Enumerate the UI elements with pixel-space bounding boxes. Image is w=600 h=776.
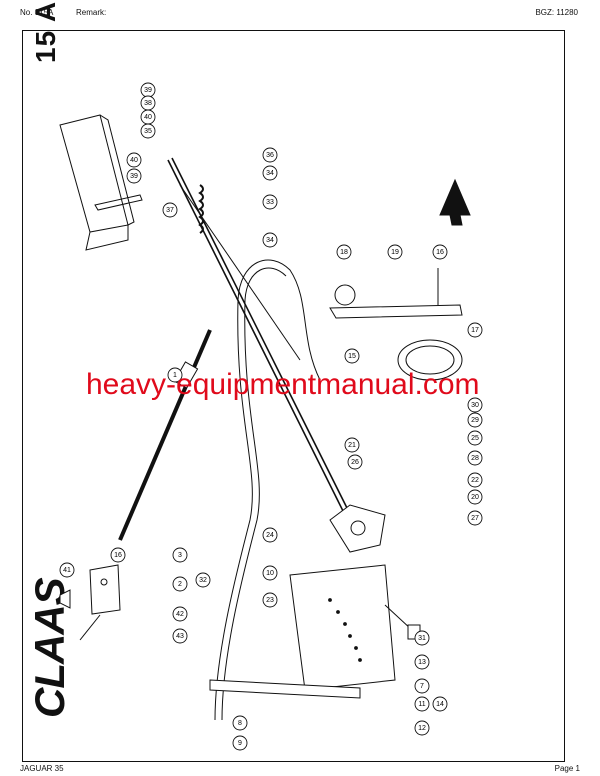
callout-16: 1 xyxy=(167,367,183,383)
doc-number: No. 015A xyxy=(20,8,54,17)
callout-7: 34 xyxy=(262,165,278,181)
callout-11: 18 xyxy=(336,244,352,260)
svg-text:40: 40 xyxy=(130,157,138,164)
svg-text:19: 19 xyxy=(391,249,399,256)
callout-43: 9 xyxy=(232,735,248,751)
part-callouts: 39 38 40 35 40 39 36 34 33 37 34 18 19 1… xyxy=(59,82,483,751)
callout-30: 2 xyxy=(172,576,188,592)
callout-23: 22 xyxy=(467,472,483,488)
callout-6: 36 xyxy=(262,147,278,163)
callout-0: 39 xyxy=(140,82,156,98)
svg-text:18: 18 xyxy=(340,249,348,256)
svg-text:37: 37 xyxy=(166,207,174,214)
callout-19: 25 xyxy=(467,430,483,446)
svg-text:8: 8 xyxy=(238,720,242,727)
watermark-text: heavy-equipmentmanual.com xyxy=(86,368,480,401)
svg-text:22: 22 xyxy=(471,477,479,484)
svg-text:11: 11 xyxy=(418,701,425,708)
callout-28: 16 xyxy=(110,547,126,563)
svg-text:1: 1 xyxy=(173,372,177,379)
svg-text:15: 15 xyxy=(348,353,356,360)
callout-37: 13 xyxy=(414,654,430,670)
bgz-code: BGZ: 11280 xyxy=(535,8,578,17)
callout-29: 3 xyxy=(172,547,188,563)
callout-39: 8 xyxy=(232,715,248,731)
svg-text:33: 33 xyxy=(266,199,274,206)
svg-text:2: 2 xyxy=(178,581,182,588)
callout-31: 42 xyxy=(172,606,188,622)
callout-41: 14 xyxy=(432,696,448,712)
svg-text:40: 40 xyxy=(144,114,152,121)
svg-text:39: 39 xyxy=(144,87,152,94)
svg-text:29: 29 xyxy=(471,417,479,424)
callout-35: 23 xyxy=(262,592,278,608)
callout-1: 38 xyxy=(140,95,156,111)
callout-12: 19 xyxy=(387,244,403,260)
svg-text:30: 30 xyxy=(471,402,479,409)
callout-32: 43 xyxy=(172,628,188,644)
callout-22: 28 xyxy=(467,450,483,466)
svg-text:28: 28 xyxy=(471,455,479,462)
svg-text:43: 43 xyxy=(176,633,184,640)
page-number: Page 1 xyxy=(554,764,580,773)
callout-33: 10 xyxy=(262,565,278,581)
callout-36: 31 xyxy=(414,630,430,646)
callout-40: 11 xyxy=(414,696,430,712)
svg-text:16: 16 xyxy=(114,552,122,559)
svg-text:27: 27 xyxy=(471,515,479,522)
callout-13: 16 xyxy=(432,244,448,260)
svg-text:41: 41 xyxy=(63,567,71,574)
svg-text:10: 10 xyxy=(266,570,274,577)
svg-text:3: 3 xyxy=(178,552,182,559)
callout-38: 7 xyxy=(414,678,430,694)
callout-5: 39 xyxy=(126,168,142,184)
callout-9: 37 xyxy=(162,202,178,218)
callout-24: 20 xyxy=(467,489,483,505)
svg-text:21: 21 xyxy=(348,442,356,449)
svg-text:26: 26 xyxy=(351,459,359,466)
svg-text:25: 25 xyxy=(471,435,479,442)
svg-text:32: 32 xyxy=(199,577,207,584)
model-name: JAGUAR 35 xyxy=(20,764,64,773)
svg-text:35: 35 xyxy=(144,128,152,135)
remark-label: Remark: xyxy=(76,8,107,17)
svg-text:14: 14 xyxy=(436,701,444,708)
svg-text:42: 42 xyxy=(176,611,184,618)
svg-text:16: 16 xyxy=(436,249,444,256)
svg-text:23: 23 xyxy=(266,597,274,604)
callout-25: 27 xyxy=(467,510,483,526)
svg-text:31: 31 xyxy=(418,635,426,642)
callout-8: 33 xyxy=(262,194,278,210)
callout-26: 24 xyxy=(262,527,278,543)
svg-text:7: 7 xyxy=(420,683,424,690)
callout-14: 17 xyxy=(467,322,483,338)
svg-text:9: 9 xyxy=(238,740,242,747)
svg-text:20: 20 xyxy=(471,494,479,501)
svg-text:12: 12 xyxy=(418,725,426,732)
svg-text:13: 13 xyxy=(418,659,426,666)
svg-text:36: 36 xyxy=(266,152,274,159)
svg-text:39: 39 xyxy=(130,173,138,180)
callout-27: 41 xyxy=(59,562,75,578)
svg-text:24: 24 xyxy=(266,532,274,539)
callout-18: 29 xyxy=(467,412,483,428)
callout-3: 35 xyxy=(140,123,156,139)
svg-text:38: 38 xyxy=(144,100,152,107)
svg-text:34: 34 xyxy=(266,237,274,244)
callout-34: 32 xyxy=(195,572,211,588)
svg-text:34: 34 xyxy=(266,170,274,177)
callout-42: 12 xyxy=(414,720,430,736)
callout-2: 40 xyxy=(140,109,156,125)
callout-21: 26 xyxy=(347,454,363,470)
callout-20: 21 xyxy=(344,437,360,453)
callout-15: 15 xyxy=(344,348,360,364)
drawing-frame xyxy=(22,30,565,762)
callout-17: 30 xyxy=(467,397,483,413)
callout-4: 40 xyxy=(126,152,142,168)
callout-10: 34 xyxy=(262,232,278,248)
svg-text:17: 17 xyxy=(471,327,479,334)
